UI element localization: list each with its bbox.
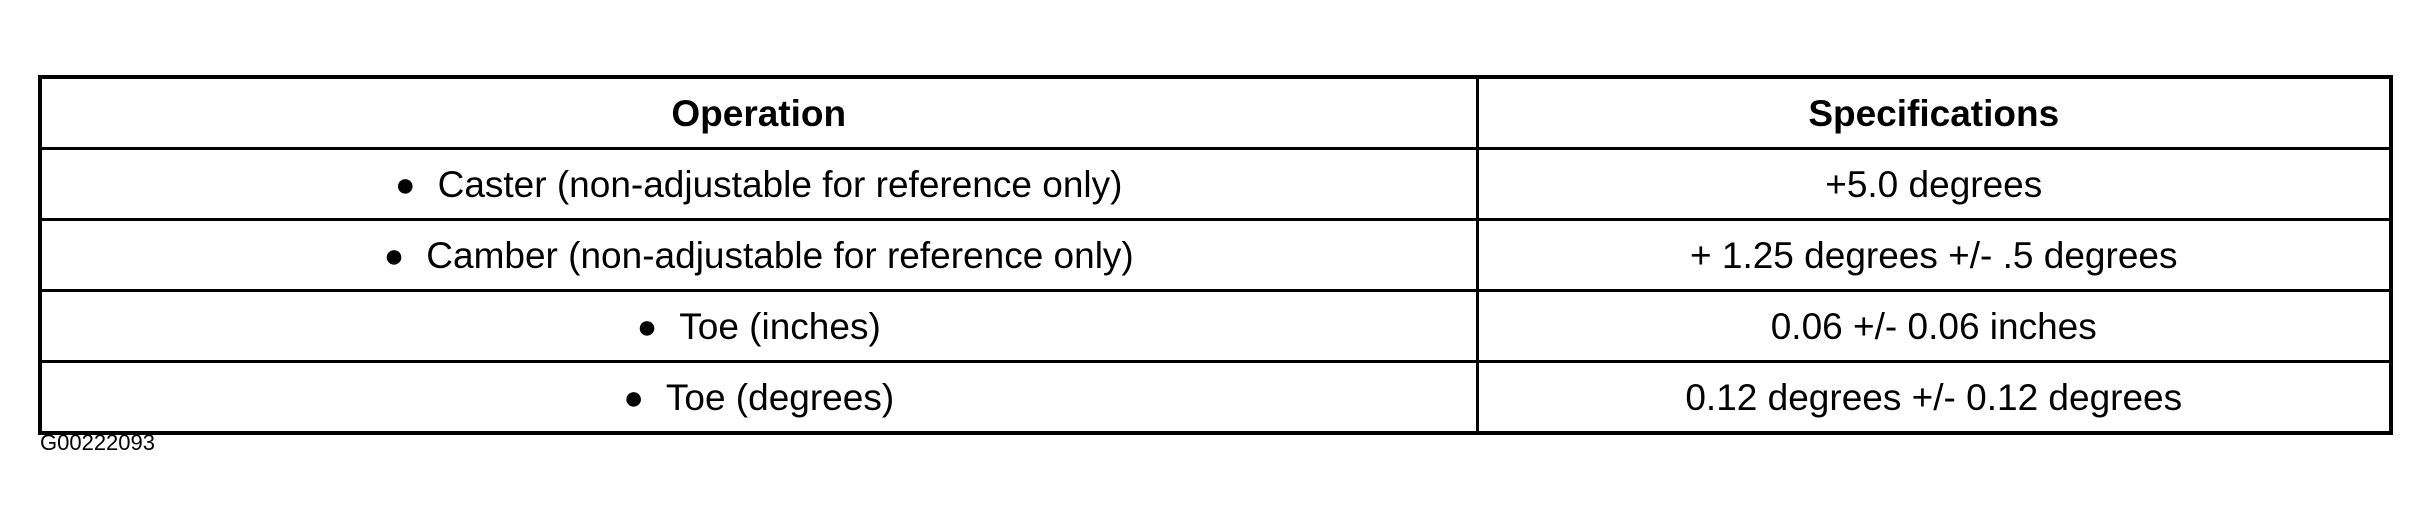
table-row: ● Caster (non-adjustable for reference on… <box>38 147 2393 221</box>
header-operation: Operation <box>38 75 1479 150</box>
specification-cell: 0.12 degrees +/- 0.12 degrees <box>1475 360 2393 435</box>
bullet-icon: ● <box>383 236 405 275</box>
operation-cell: ● Caster (non-adjustable for reference on… <box>38 147 1479 221</box>
operation-cell: ● Toe (inches) <box>38 289 1479 363</box>
operation-text: Toe (inches) <box>679 305 881 347</box>
table-header-row: Operation Specifications <box>38 75 2393 150</box>
bullet-icon: ● <box>623 378 644 417</box>
bullet-icon: ● <box>636 307 658 346</box>
specifications-table: Operation Specifications ● Caster (non-ad… <box>38 75 2393 435</box>
operation-cell: ● Camber (non-adjustable for reference on… <box>38 218 1479 292</box>
operation-cell: ● Toe (degrees) <box>38 360 1479 435</box>
specification-cell: 0.06 +/- 0.06 inches <box>1475 289 2393 363</box>
specification-cell: +5.0 degrees <box>1475 147 2393 221</box>
table-row: ● Camber (non-adjustable for reference on… <box>38 218 2393 292</box>
operation-text: Toe (degrees) <box>665 376 895 418</box>
operation-text: Caster (non-adjustable for reference onl… <box>437 163 1123 205</box>
figure-id: G00222093 <box>40 430 155 455</box>
bullet-icon: ● <box>395 165 416 204</box>
header-specifications: Specifications <box>1475 75 2393 150</box>
specification-cell: + 1.25 degrees +/- .5 degrees <box>1475 218 2393 292</box>
operation-text: Camber (non-adjustable for reference onl… <box>426 234 1134 276</box>
table-row: ● Toe (degrees) 0.12 degrees +/- 0.12 deg… <box>38 360 2393 435</box>
table-row: ● Toe (inches) 0.06 +/- 0.06 inches <box>38 289 2393 363</box>
